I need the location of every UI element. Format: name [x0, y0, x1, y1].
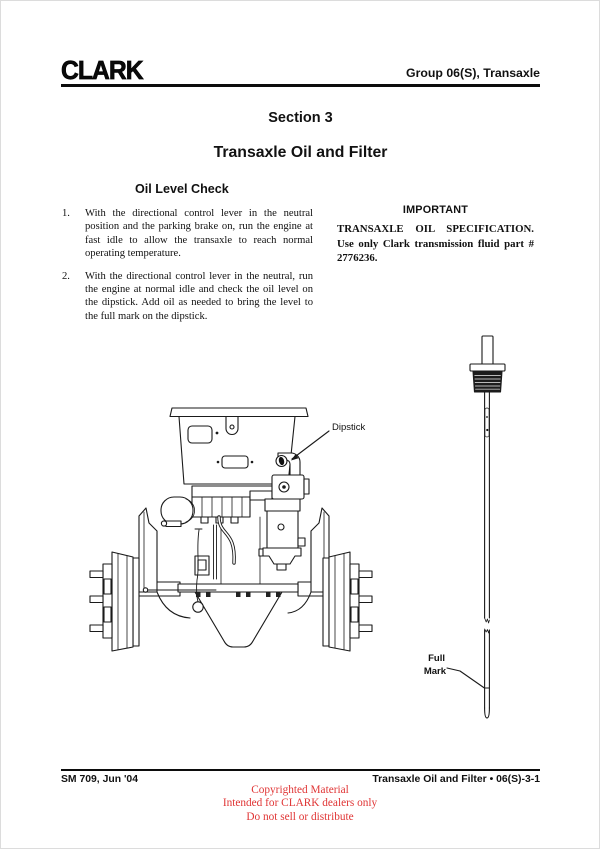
valve-deck	[160, 485, 274, 585]
copyright-line: Intended for CLARK dealers only	[222, 797, 378, 810]
full-mark-label: Full	[428, 653, 445, 664]
full-mark-pointer	[446, 667, 485, 689]
step-list: 1. With the directional control lever in…	[62, 207, 313, 332]
footer-manual-ref: SM 709, Jun '04	[61, 774, 138, 785]
wheel-hub-right	[322, 551, 373, 652]
section-number-heading: Section 3	[268, 110, 333, 126]
important-body: TRANSAXLE OIL SPECIFICATION. Use only Cl…	[337, 223, 534, 265]
page-title: Transaxle Oil and Filter	[213, 144, 388, 161]
copyright-line: Copyrighted Material	[251, 784, 349, 796]
copyright-line: Do not sell or distribute	[246, 810, 354, 823]
pump-assembly	[258, 474, 310, 571]
full-mark-label: Mark	[424, 666, 447, 677]
list-item: 2. With the directional control lever in…	[62, 270, 313, 324]
dipstick-handle	[481, 335, 494, 366]
wheel-hub-left	[89, 551, 140, 652]
footer-page-ref: Transaxle Oil and Filter • 06(S)-3-1	[372, 774, 540, 785]
header-group-label: Group 06(S), Transaxle	[406, 66, 540, 80]
transaxle-diagram: Dipstick	[89, 407, 373, 652]
list-item: 1. With the directional control lever in…	[62, 207, 313, 261]
copyright-notice: Copyrighted Material Intended for CLARK …	[0, 784, 600, 824]
top-plate	[169, 407, 309, 485]
footer-rule	[61, 769, 540, 771]
dipstick-rod	[484, 391, 490, 719]
dipstick-callout	[291, 430, 330, 461]
step-number: 1.	[62, 208, 70, 219]
dipstick-cap	[472, 370, 503, 393]
clark-logo: CLARK	[61, 55, 144, 86]
dipstick-figure: Full Mark	[424, 335, 506, 719]
header-rule	[61, 84, 540, 87]
dipstick-callout-label: Dipstick	[332, 422, 366, 433]
important-note: IMPORTANT TRANSAXLE OIL SPECIFICATION. U…	[337, 204, 534, 266]
step-text: With the directional control lever in th…	[85, 270, 313, 322]
step-number: 2.	[62, 270, 70, 282]
important-heading: IMPORTANT	[402, 204, 469, 216]
dipstick-flange	[469, 363, 506, 372]
subsection-heading: Oil Level Check	[135, 182, 229, 196]
step-text: With the directional control lever in th…	[85, 208, 313, 260]
hoses	[142, 515, 236, 613]
